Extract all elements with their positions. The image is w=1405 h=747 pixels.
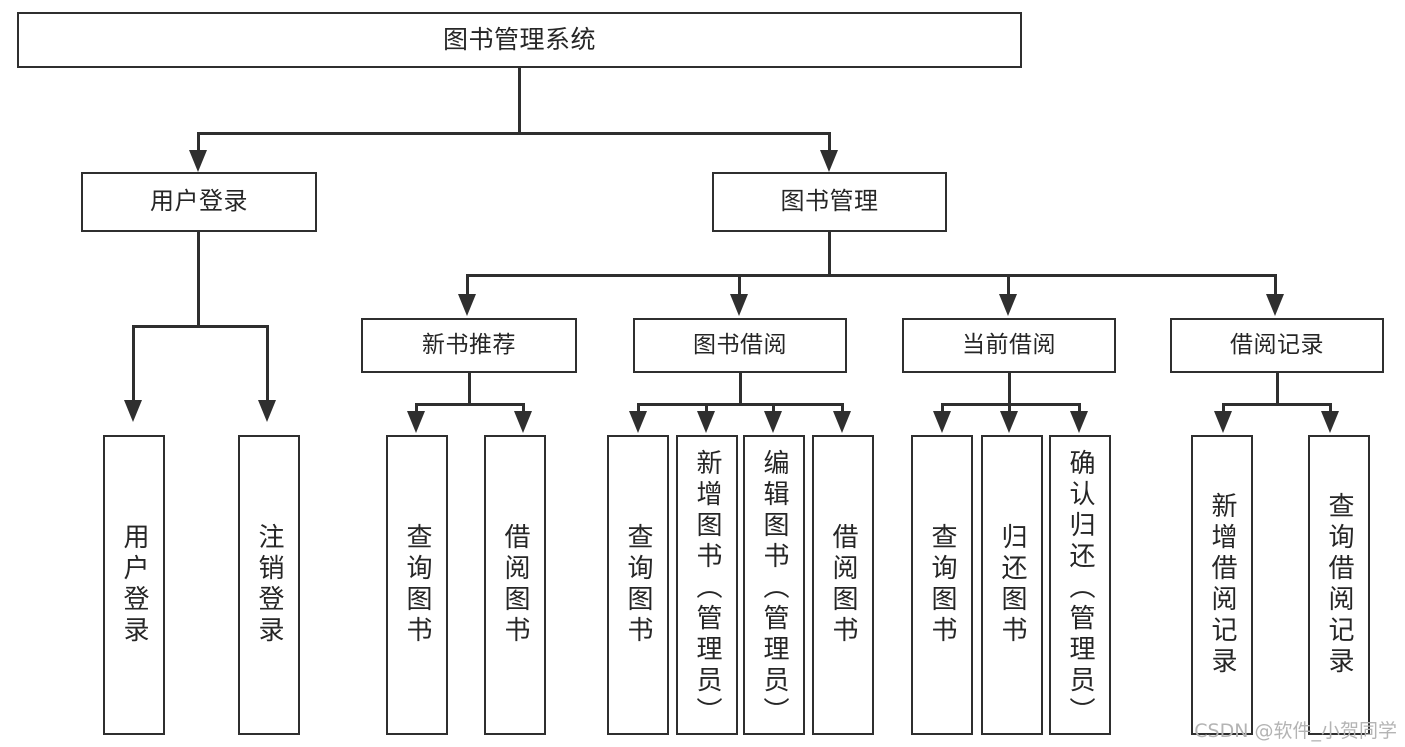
node-label: 借阅记录	[1230, 332, 1324, 359]
node-label: 图书管理系统	[442, 24, 596, 54]
node-current-borrow[interactable]: 当前借阅	[902, 318, 1116, 373]
leaf-label: 确认归还（管理员）	[1065, 449, 1095, 728]
connector-bm-drop-1	[466, 274, 469, 300]
node-label: 用户登录	[150, 187, 248, 216]
leaf-label: 查询图书	[927, 523, 957, 647]
arrowhead-book-borrow	[730, 294, 748, 316]
leaf-label: 查询图书	[623, 523, 653, 647]
connector-cb-drop-1	[941, 403, 944, 417]
leaf-label: 借阅图书	[828, 523, 858, 647]
connector-nbr-drop-1	[415, 403, 418, 417]
connector-bm-drop-3	[1007, 274, 1010, 300]
connector-br-bus	[1222, 403, 1332, 406]
connector-user-login-bus	[132, 325, 268, 328]
connector-bb-drop-3	[772, 403, 775, 417]
connector-user-login-drop-2	[266, 325, 269, 405]
connector-book-management-bus	[466, 274, 1277, 277]
node-borrow-record[interactable]: 借阅记录	[1170, 318, 1384, 373]
arrowhead-current-borrow	[999, 294, 1017, 316]
node-label: 图书借阅	[693, 332, 787, 359]
leaf-query-book-current[interactable]: 查询图书	[911, 435, 973, 735]
connector-bm-drop-4	[1274, 274, 1277, 300]
arrowhead-leaf-query-book-2	[629, 411, 647, 433]
arrowhead-leaf-return-book	[1000, 411, 1018, 433]
arrowhead-leaf-add-record	[1214, 411, 1232, 433]
leaf-logout[interactable]: 注销登录	[238, 435, 300, 735]
node-new-book-recommend[interactable]: 新书推荐	[361, 318, 577, 373]
arrowhead-leaf-query-record	[1321, 411, 1339, 433]
connector-book-management-stem	[828, 232, 831, 276]
arrowhead-borrow-record	[1266, 294, 1284, 316]
leaf-query-book-borrow[interactable]: 查询图书	[607, 435, 669, 735]
connector-br-drop-1	[1222, 403, 1225, 417]
node-label: 图书管理	[780, 187, 879, 216]
connector-nbr-drop-2	[522, 403, 525, 417]
arrowhead-leaf-query-book-3	[933, 411, 951, 433]
leaf-label: 归还图书	[997, 523, 1027, 647]
leaf-user-login[interactable]: 用户登录	[103, 435, 165, 735]
connector-cb-stem	[1008, 373, 1011, 405]
node-book-management-system[interactable]: 图书管理系统	[17, 12, 1022, 68]
connector-cb-bus	[941, 403, 1081, 406]
arrowhead-leaf-logout	[258, 400, 276, 422]
arrowhead-leaf-user-login	[124, 400, 142, 422]
leaf-borrow-book-recommend[interactable]: 借阅图书	[484, 435, 546, 735]
leaf-query-book-recommend[interactable]: 查询图书	[386, 435, 448, 735]
leaf-return-book[interactable]: 归还图书	[981, 435, 1043, 735]
node-label: 新书推荐	[422, 332, 516, 359]
leaf-query-borrow-record[interactable]: 查询借阅记录	[1308, 435, 1370, 735]
node-label: 当前借阅	[962, 332, 1056, 359]
connector-root-to-user-login	[197, 132, 200, 156]
connector-root-to-book-management	[828, 132, 831, 156]
arrowhead-leaf-confirm-return	[1070, 411, 1088, 433]
arrowhead-leaf-edit-book	[764, 411, 782, 433]
leaf-label: 查询借阅记录	[1324, 492, 1354, 678]
leaf-add-borrow-record[interactable]: 新增借阅记录	[1191, 435, 1253, 735]
connector-nbr-stem	[468, 373, 471, 405]
connector-bm-drop-2	[738, 274, 741, 300]
node-book-management[interactable]: 图书管理	[712, 172, 947, 232]
connector-user-login-drop-1	[132, 325, 135, 405]
connector-root-stem	[518, 68, 521, 134]
connector-cb-drop-2	[1008, 403, 1011, 417]
connector-bb-drop-4	[841, 403, 844, 417]
leaf-label: 新增借阅记录	[1207, 492, 1237, 678]
leaf-label: 新增图书（管理员）	[692, 449, 722, 728]
connector-br-stem	[1276, 373, 1279, 405]
leaf-confirm-return[interactable]: 确认归还（管理员）	[1049, 435, 1111, 735]
leaf-borrow-book[interactable]: 借阅图书	[812, 435, 874, 735]
arrowhead-book-management	[820, 150, 838, 172]
connector-user-login-stem	[197, 232, 200, 327]
connector-bb-drop-2	[705, 403, 708, 417]
leaf-add-book[interactable]: 新增图书（管理员）	[676, 435, 738, 735]
arrowhead-leaf-borrow-book-1	[514, 411, 532, 433]
arrowhead-new-book-recommend	[458, 294, 476, 316]
leaf-label: 注销登录	[254, 523, 284, 647]
csdn-watermark: CSDN @软件_小贺同学	[1194, 720, 1397, 742]
leaf-label: 用户登录	[119, 523, 149, 647]
arrowhead-leaf-borrow-book-2	[833, 411, 851, 433]
leaf-label: 借阅图书	[500, 523, 530, 647]
arrowhead-leaf-query-book-1	[407, 411, 425, 433]
node-book-borrow[interactable]: 图书借阅	[633, 318, 847, 373]
connector-br-drop-2	[1329, 403, 1332, 417]
node-user-login[interactable]: 用户登录	[81, 172, 317, 232]
connector-cb-drop-3	[1078, 403, 1081, 417]
leaf-label: 编辑图书（管理员）	[759, 449, 789, 728]
connector-bb-stem	[739, 373, 742, 405]
connector-bb-bus	[637, 403, 844, 406]
connector-nbr-bus	[415, 403, 525, 406]
arrowhead-leaf-add-book	[697, 411, 715, 433]
connector-root-bus	[197, 132, 831, 135]
leaf-edit-book[interactable]: 编辑图书（管理员）	[743, 435, 805, 735]
connector-bb-drop-1	[637, 403, 640, 417]
leaf-label: 查询图书	[402, 523, 432, 647]
arrowhead-user-login	[189, 150, 207, 172]
